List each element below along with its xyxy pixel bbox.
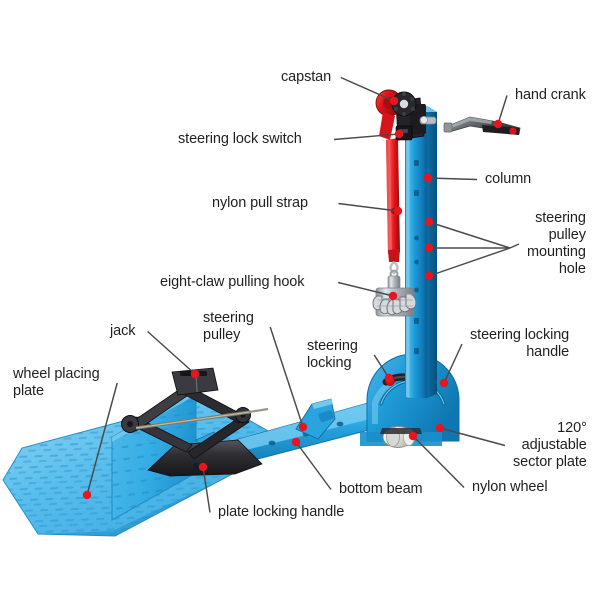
callout-dot-steering-pulley (298, 422, 308, 432)
callout-dot-column (423, 173, 433, 183)
leader-line-jack (147, 330, 196, 375)
callout-dot-jack (190, 369, 200, 379)
callout-dot-steering-locking (384, 373, 394, 383)
callout-label-bottom-beam: bottom beam (339, 481, 423, 497)
callout-label-jack: jack (110, 323, 136, 339)
leader-line-steering-locking (373, 354, 390, 379)
callout-label-eight-claw-pulling-hook: eight-claw pulling hook (160, 274, 305, 290)
eight-claw-pulling-hook-art (372, 275, 417, 317)
callout-label-hand-crank: hand crank (515, 87, 586, 103)
callout-label-steering-locking-handle: steering locking handle (470, 327, 570, 361)
callout-label-steering-pulley: steering pulley (203, 310, 254, 344)
leader-line-nylon-pull-strap (338, 202, 399, 212)
leader-line-eight-claw-pulling-hook (338, 281, 394, 297)
leader-line-steering-pulley-mounting-hole-stem (509, 243, 520, 249)
callout-dot-wheel-placing-plate (82, 490, 92, 500)
hand-crank-art (443, 116, 521, 135)
leader-line-bottom-beam (295, 441, 332, 490)
callout-label-column: column (485, 171, 532, 187)
callout-dot-steering-lock-switch (394, 129, 404, 139)
callout-label-nylon-pull-strap: nylon pull strap (212, 195, 308, 211)
leader-line-plate-locking-handle (202, 466, 211, 513)
leader-line-steering-pulley (269, 326, 304, 428)
callout-dot-steering-pulley-mounting-hole-0 (424, 217, 434, 227)
leader-line-nylon-wheel (412, 435, 465, 489)
callout-label-wheel-placing-plate: wheel placing plate (13, 366, 100, 400)
callout-dot-nylon-wheel (408, 431, 418, 441)
callout-dot-bottom-beam (291, 437, 301, 447)
callout-label-steering-locking: steering locking (307, 338, 358, 372)
nylon-pull-strap-art (386, 138, 400, 279)
callout-label-nylon-wheel: nylon wheel (472, 479, 548, 495)
capstan-art (375, 89, 437, 141)
callout-label-steering-pulley-mounting-hole: steering pulley mounting hole (527, 210, 586, 278)
leader-line-steering-pulley-mounting-hole-0 (428, 221, 511, 249)
leader-line-steering-locking-handle (443, 343, 463, 384)
callout-label-steering-lock-switch: steering lock switch (178, 131, 302, 147)
jack-art (121, 367, 269, 477)
callout-dot-steering-pulley-mounting-hole-1 (424, 243, 434, 253)
callout-label-capstan: capstan (281, 69, 332, 85)
callout-dot-hand-crank (493, 119, 503, 129)
leader-line-column (427, 177, 478, 181)
callout-dot-adjustable-sector-plate (435, 423, 445, 433)
leader-line-steering-pulley-mounting-hole-2 (428, 247, 511, 277)
callout-dot-eight-claw-pulling-hook (388, 291, 398, 301)
callout-dot-steering-locking-handle (439, 378, 449, 388)
callout-dot-capstan (389, 96, 399, 106)
leader-line-wheel-placing-plate (86, 382, 118, 496)
callout-dot-plate-locking-handle (198, 462, 208, 472)
leader-line-steering-lock-switch (333, 133, 400, 141)
callout-label-plate-locking-handle: plate locking handle (218, 504, 345, 520)
leader-line-capstan (340, 76, 395, 102)
leader-line-adjustable-sector-plate (439, 427, 506, 447)
callout-label-adjustable-sector-plate: 120° adjustable sector plate (513, 420, 587, 471)
callout-dot-steering-pulley-mounting-hole-2 (424, 271, 434, 281)
leader-line-hand-crank (497, 95, 508, 125)
callout-dot-nylon-pull-strap (393, 206, 403, 216)
